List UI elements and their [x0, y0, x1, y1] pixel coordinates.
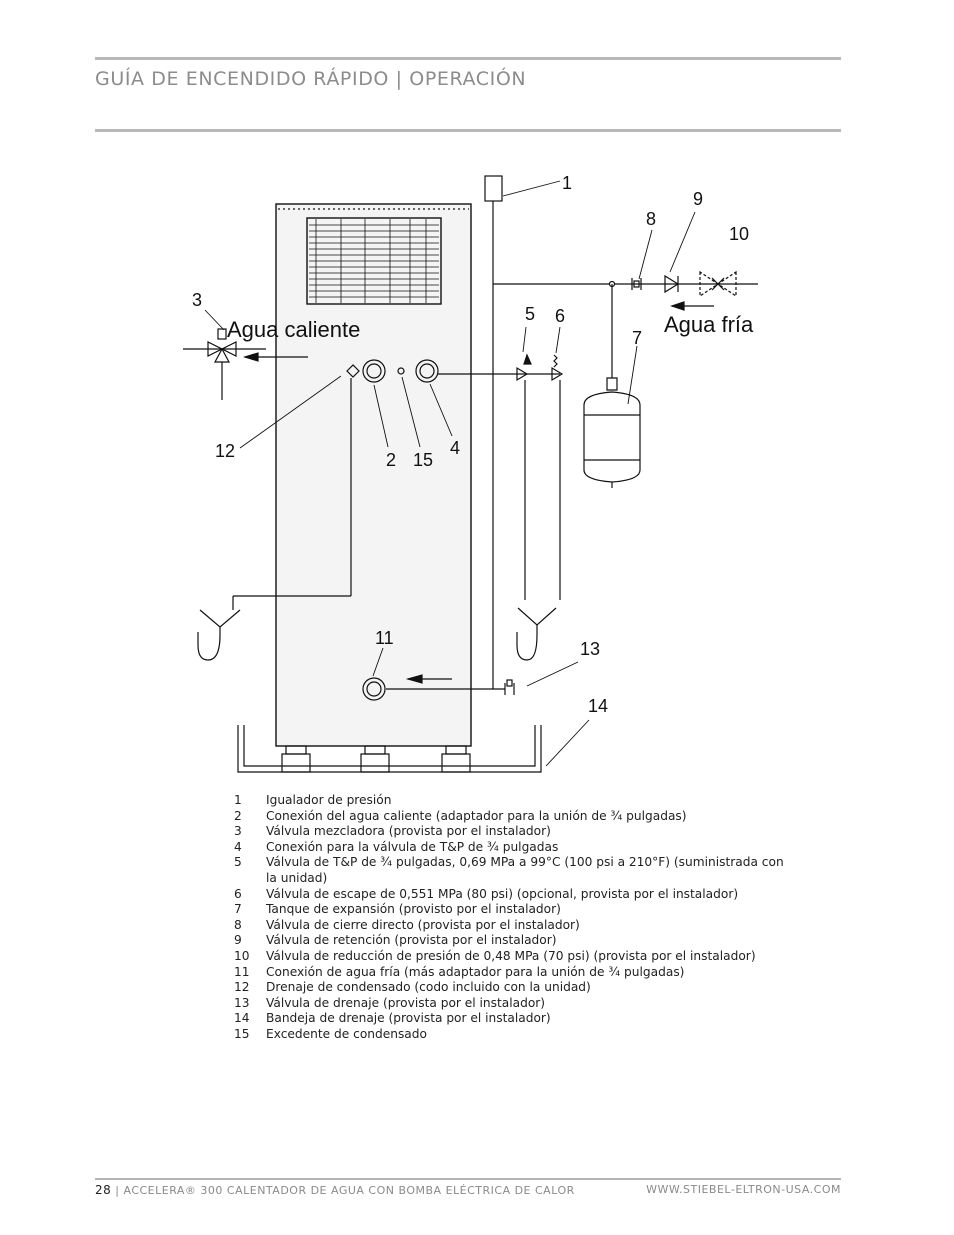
legend-item: 2 Conexión del agua caliente (adaptador p… [234, 809, 794, 825]
legend-number: 7 [234, 902, 242, 917]
legend-number: 10 [234, 948, 250, 963]
legend-item: 1 Igualador de presión [234, 793, 794, 809]
legend-text: Válvula de reducción de presión de 0,48 … [266, 948, 756, 963]
legend-number: 13 [234, 995, 250, 1010]
legend-text: Drenaje de condensado (codo incluido con… [266, 980, 591, 995]
legend-item: 13 Válvula de drenaje (provista por el in… [234, 996, 794, 1012]
legend-text: Igualador de presión [266, 793, 392, 807]
callout-1: 1 [562, 173, 572, 193]
legend-text: Válvula de drenaje (provista por el inst… [266, 995, 546, 1010]
legend-number: 11 [234, 964, 250, 979]
footer-url: WWW.STIEBEL-ELTRON-USA.COM [646, 1183, 841, 1196]
label-hot-water: Agua caliente [227, 317, 360, 342]
label-cold-water: Agua fría [664, 312, 754, 337]
legend-item: 12 Drenaje de condensado (codo incluido c… [234, 980, 794, 996]
legend-text: Válvula de cierre directo (provista por … [266, 917, 580, 932]
callout-4: 4 [450, 438, 460, 458]
legend-list: 1 Igualador de presión 2 Conexión del agua … [234, 793, 794, 1043]
footer-rule [95, 1178, 841, 1180]
legend-item: 9 Válvula de retención (provista por el i… [234, 933, 794, 949]
legend-number: 5 [234, 855, 242, 870]
callout-6: 6 [555, 306, 565, 326]
heater-unit [275, 203, 472, 773]
callout-11: 11 [375, 628, 394, 648]
installation-diagram: 1 2 3 4 5 6 7 8 9 10 11 12 13 14 15 Agua… [183, 173, 758, 773]
legend-number: 1 [234, 793, 242, 807]
legend-text: Válvula de T&P de ¾ pulgadas, 0,69 MPa a… [266, 855, 784, 885]
drain-pan [237, 725, 542, 773]
legend-item: 4 Conexión para la válvula de T&P de ¾ pu… [234, 840, 794, 856]
legend-item: 10 Válvula de reducción de presión de 0,4… [234, 949, 794, 965]
legend-number: 2 [234, 808, 242, 823]
legend-item: 6 Válvula de escape de 0,551 MPa (80 psi)… [234, 887, 794, 903]
legend-text: Válvula de escape de 0,551 MPa (80 psi) … [266, 886, 739, 901]
legend-item: 7 Tanque de expansión (provisto por el in… [234, 902, 794, 918]
footer: 28 | ACCELERA® 300 CALENTADOR DE AGUA CO… [95, 1183, 841, 1197]
callout-12: 12 [215, 441, 235, 461]
legend-number: 12 [234, 980, 250, 995]
footer-product: | ACCELERA® 300 CALENTADOR DE AGUA CON B… [115, 1184, 575, 1197]
page-title: GUÍA DE ENCENDIDO RÁPIDO | OPERACIÓN [95, 68, 527, 90]
legend-item: 3 Válvula mezcladora (provista por el ins… [234, 824, 794, 840]
legend-text: Válvula mezcladora (provista por el inst… [266, 824, 551, 839]
legend-text: Conexión para la válvula de T&P de ¾ pul… [266, 839, 559, 854]
page-number: 28 [95, 1183, 112, 1197]
legend-text: Conexión del agua caliente (adaptador pa… [266, 808, 687, 823]
legend-number: 8 [234, 917, 242, 932]
callout-5: 5 [525, 304, 535, 324]
callout-3: 3 [192, 290, 202, 310]
legend-item: 8 Válvula de cierre directo (provista por… [234, 918, 794, 934]
legend-text: Válvula de retención (provista por el in… [266, 933, 557, 948]
legend-text: Bandeja de drenaje (provista por el inst… [266, 1011, 551, 1026]
relief-valves [438, 353, 564, 661]
cold-water-piping [386, 270, 758, 695]
legend-number: 9 [234, 933, 242, 948]
hot-water-piping [183, 328, 352, 661]
header-rule-bottom [95, 129, 841, 132]
callout-15: 15 [413, 450, 433, 470]
legend-number: 6 [234, 886, 242, 901]
callout-10: 10 [729, 224, 749, 244]
legend-text: Conexión de agua fría (más adaptador par… [266, 964, 685, 979]
pressure-equalizer [484, 175, 503, 202]
legend-text: Tanque de expansión (provisto por el ins… [266, 902, 561, 917]
legend-number: 4 [234, 839, 242, 854]
legend-number: 3 [234, 824, 242, 839]
callout-9: 9 [693, 189, 703, 209]
legend-number: 14 [234, 1011, 250, 1026]
legend-text: Excedente de condensado [266, 1026, 427, 1041]
legend-item: 11 Conexión de agua fría (más adaptador p… [234, 965, 794, 981]
legend-item: 15 Excedente de condensado [234, 1027, 794, 1043]
callout-7: 7 [632, 328, 642, 348]
legend-item: 14 Bandeja de drenaje (provista por el in… [234, 1011, 794, 1027]
legend-item: 5 Válvula de T&P de ¾ pulgadas, 0,69 MPa … [234, 855, 794, 886]
callout-8: 8 [646, 209, 656, 229]
legend-number: 15 [234, 1026, 250, 1041]
callout-14: 14 [588, 696, 608, 716]
header-rule-top [95, 57, 841, 60]
callout-13: 13 [580, 639, 600, 659]
callout-2: 2 [386, 450, 396, 470]
